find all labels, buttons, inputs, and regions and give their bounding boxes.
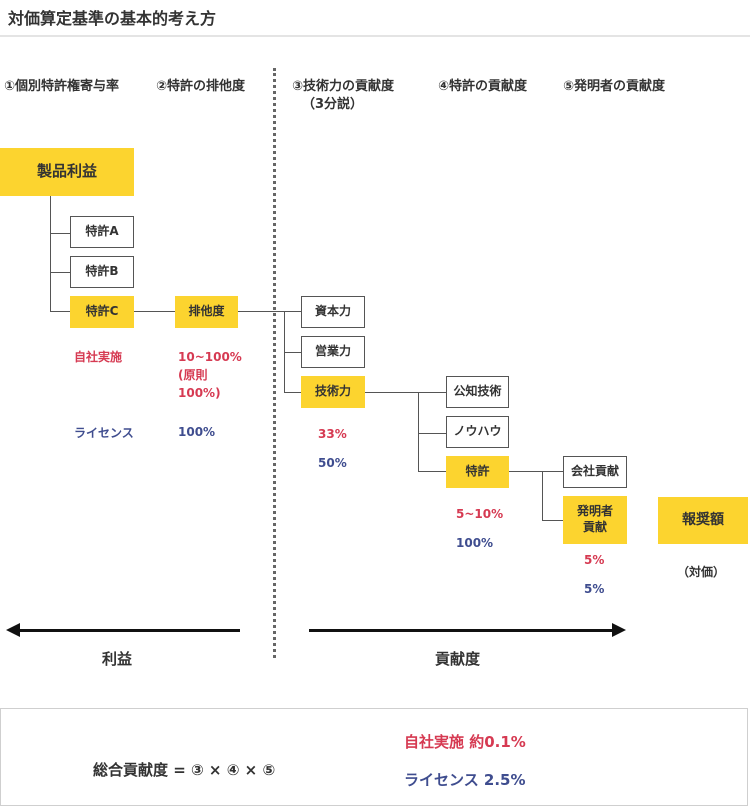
- exclusivity-self-value: 10~100%: [178, 350, 242, 364]
- inventor-self-value: 5%: [584, 553, 605, 567]
- patent-license-value: 100%: [456, 536, 494, 550]
- technology-box: 技術力: [301, 376, 365, 408]
- total-contribution-formula: 総合貢献度 = ③ × ④ × ⑤: [93, 761, 276, 779]
- patent-a-box: 特許A: [70, 216, 134, 248]
- exclusivity-self-note: (原則: [178, 368, 208, 382]
- inventor-license-value: 5%: [584, 582, 605, 596]
- summary-panel: 総合貢献度 = ③ × ④ × ⑤ 自社実施 約0.1% ライセンス 2.5%: [0, 708, 748, 806]
- connector-line: [50, 196, 51, 312]
- right-arrowhead-icon: [612, 623, 626, 637]
- patent-box: 特許: [446, 456, 509, 488]
- left-arrowhead-icon: [6, 623, 20, 637]
- connector-line: [50, 272, 70, 273]
- public-technology-box: 公知技術: [446, 376, 509, 408]
- patent-b-box: 特許B: [70, 256, 134, 288]
- connector-line: [542, 520, 563, 521]
- header-individual-patent-contribution: ①個別特許権寄与率: [4, 79, 120, 94]
- inventor-box-line1: 発明者: [576, 504, 613, 519]
- connector-line: [365, 392, 446, 393]
- exclusivity-box: 排他度: [175, 296, 238, 328]
- patent-self-value: 5~10%: [456, 507, 504, 521]
- patent-c-box: 特許C: [70, 296, 134, 328]
- dotted-divider: [273, 68, 276, 658]
- profit-arrow-label: 利益: [102, 650, 133, 668]
- connector-line: [284, 311, 285, 392]
- reward-note: （対価）: [677, 565, 726, 579]
- inventor-box-line2: 貢献: [582, 520, 607, 534]
- exclusivity-self-note-value: 100%): [178, 386, 221, 400]
- knowhow-box: ノウハウ: [446, 416, 509, 448]
- connector-line: [284, 392, 301, 393]
- connector-line: [418, 471, 446, 472]
- contribution-arrow-label: 貢献度: [435, 650, 481, 668]
- reward-box: 報奨額: [658, 497, 748, 544]
- profit-arrow-line: [18, 629, 240, 632]
- title-divider: [0, 35, 750, 37]
- connector-line: [238, 311, 301, 312]
- connector-line: [509, 471, 563, 472]
- exclusivity-license-value: 100%: [178, 425, 216, 439]
- contribution-arrow-line: [309, 629, 613, 632]
- header-inventor-contribution: ⑤発明者の貢献度: [563, 79, 666, 94]
- company-contribution-box: 会社貢献: [563, 456, 627, 488]
- header-technology-contribution: ③技術力の貢献度: [292, 79, 395, 94]
- technology-license-value: 50%: [318, 456, 347, 470]
- connector-line: [418, 392, 419, 472]
- technology-self-value: 33%: [318, 427, 347, 441]
- capital-box: 資本力: [301, 296, 365, 328]
- connector-line: [50, 233, 70, 234]
- header-patent-contribution: ④特許の貢献度: [438, 79, 528, 94]
- inventor-contribution-box: 発明者 貢献: [563, 496, 627, 544]
- connector-line: [134, 311, 175, 312]
- connector-line: [418, 433, 446, 434]
- connector-line: [284, 352, 301, 353]
- summary-self-implementation: 自社実施 約0.1%: [404, 733, 526, 751]
- connector-line: [50, 311, 70, 312]
- page-title: 対価算定基準の基本的考え方: [8, 9, 217, 28]
- header-three-part-theory: （3分説）: [302, 97, 364, 112]
- license-label: ライセンス: [74, 426, 134, 440]
- connector-line: [542, 471, 543, 521]
- summary-license: ライセンス 2.5%: [404, 771, 526, 789]
- self-implementation-label: 自社実施: [74, 350, 123, 364]
- sales-box: 営業力: [301, 336, 365, 368]
- header-patent-exclusivity: ②特許の排他度: [156, 79, 246, 94]
- product-profit-box: 製品利益: [0, 148, 134, 196]
